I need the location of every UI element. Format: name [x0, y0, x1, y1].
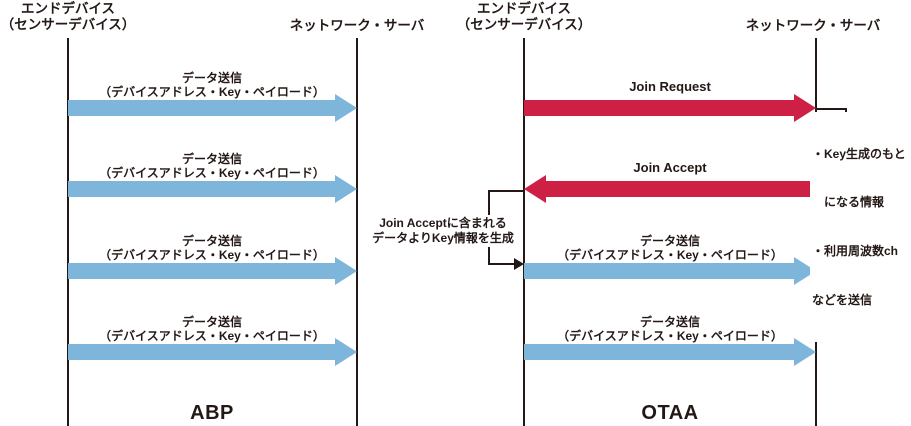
join-accept-label: Join Accept — [633, 160, 707, 175]
otaa-end-device-line2: （センサーデバイス） — [456, 17, 592, 32]
server-note-connector-top — [816, 108, 847, 110]
device-note-connector-bottom — [490, 263, 515, 265]
abp-message-2-arrow — [68, 175, 357, 203]
abp-end-device-line2: （センサーデバイス） — [0, 17, 136, 32]
device-note: Join Acceptに含まれる データよりKey情報を生成 — [369, 215, 517, 247]
arrowhead-right-icon — [794, 338, 816, 366]
arrowhead-right-icon — [335, 257, 357, 285]
abp-end-device-line1: エンドデバイス — [20, 1, 116, 16]
arrowhead-right-icon — [335, 94, 357, 122]
abp-end-device-lifeline — [67, 38, 69, 426]
abp-caption: ABP — [190, 402, 234, 424]
server-note: ・Key生成のもと になる情報 ・利用周波数ch などを送信 — [810, 112, 908, 343]
otaa-message-1-arrow — [524, 257, 816, 285]
join-accept-arrow — [524, 175, 816, 203]
otaa-message-2-arrow — [524, 338, 816, 366]
join-request-arrow — [524, 94, 816, 122]
connector-arrowhead-right-icon — [514, 258, 524, 270]
otaa-end-device-line1: エンドデバイス — [476, 1, 572, 16]
arrowhead-right-icon — [335, 338, 357, 366]
abp-message-1-label: データ送信 （デバイスアドレス・Key・ペイロード） — [99, 71, 325, 99]
otaa-end-device-lifeline — [523, 38, 525, 426]
device-note-connector-top — [489, 190, 524, 192]
abp-message-1-arrow — [68, 94, 357, 122]
abp-server-lifeline — [356, 38, 358, 426]
abp-network-server-label: ネットワーク・サーバ — [289, 18, 425, 33]
abp-message-3-arrow — [68, 257, 357, 285]
abp-message-3-label: データ送信 （デバイスアドレス・Key・ペイロード） — [99, 234, 325, 262]
otaa-network-server-label: ネットワーク・サーバ — [745, 18, 881, 33]
otaa-message-1-label: データ送信 （デバイスアドレス・Key・ペイロード） — [557, 234, 783, 262]
otaa-message-2-label: データ送信 （デバイスアドレス・Key・ペイロード） — [557, 315, 783, 343]
otaa-end-device-label: エンドデバイス （センサーデバイス） — [457, 1, 592, 33]
abp-end-device-label: エンドデバイス （センサーデバイス） — [1, 1, 136, 33]
abp-message-4-label: データ送信 （デバイスアドレス・Key・ペイロード） — [99, 315, 325, 343]
arrowhead-left-icon — [524, 175, 546, 203]
abp-message-2-label: データ送信 （デバイスアドレス・Key・ペイロード） — [99, 152, 325, 180]
abp-message-4-arrow — [68, 338, 357, 366]
arrowhead-right-icon — [335, 175, 357, 203]
otaa-caption: OTAA — [641, 402, 699, 424]
join-request-label: Join Request — [629, 79, 711, 94]
